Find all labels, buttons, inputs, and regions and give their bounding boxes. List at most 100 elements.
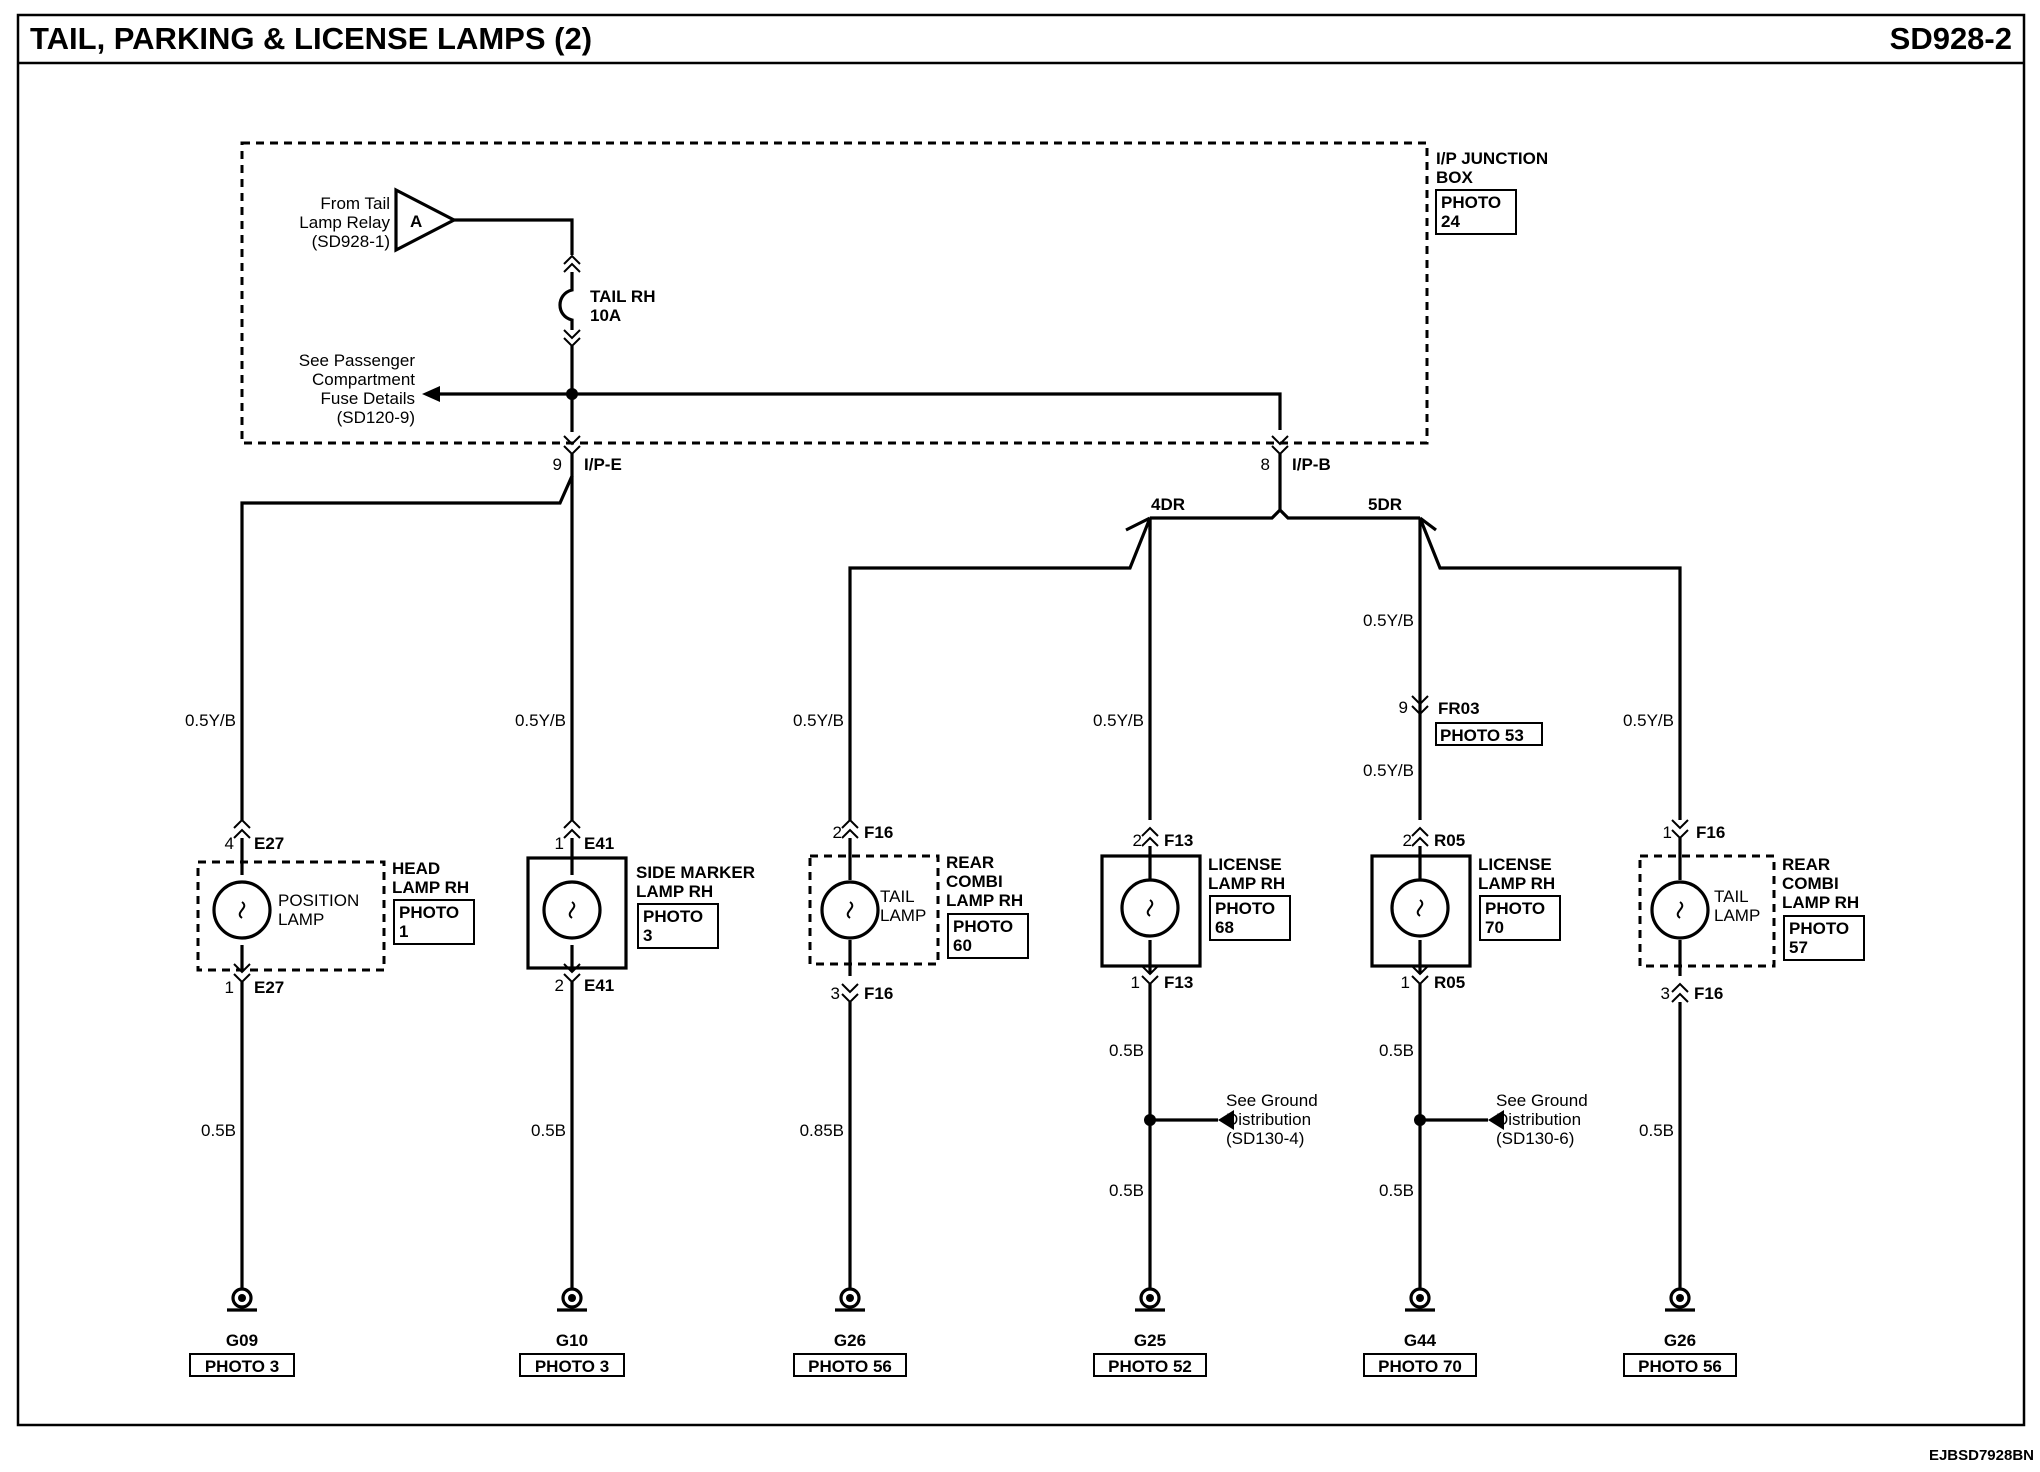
passenger-arrow [422, 386, 440, 402]
wire-label-c5-bot2: 0.5B [1379, 1181, 1414, 1200]
ground-id: G44 [1404, 1331, 1437, 1350]
ground-note-4dr-3: (SD130-4) [1226, 1129, 1304, 1148]
ground-symbol-icon [1669, 1287, 1691, 1309]
head-lamp-bulb-icon [212, 880, 272, 940]
ground-g25: G25 PHOTO 52 [1093, 1287, 1207, 1377]
relay-note-3: (SD928-1) [312, 232, 390, 251]
license-5dr-bottom-pin: 1 [1401, 973, 1410, 992]
rear-combi-4dr-box [808, 854, 940, 966]
ground-g09: G09 PHOTO 3 [189, 1287, 295, 1377]
ground-photo-box [189, 1353, 295, 1377]
side-marker-photo-2: 3 [643, 926, 652, 945]
head-lamp-bottom-conn: E27 [254, 978, 284, 997]
ground-symbol-dot-icon [846, 1294, 854, 1302]
ground-photo-box [519, 1353, 625, 1377]
license-4dr-bottom-pin: 1 [1131, 973, 1140, 992]
ground-id: G26 [1664, 1331, 1696, 1350]
fuse-bottom-connector [563, 329, 581, 348]
ground-symbol-dot-icon [1676, 1294, 1684, 1302]
ground-photo: PHOTO 3 [535, 1357, 609, 1376]
rear-combi-5dr-top-pin: 1 [1663, 823, 1672, 842]
branch-split [1150, 454, 1420, 520]
wire-label-c3-top: 0.5Y/B [793, 711, 844, 730]
license-4dr-filament-icon [1146, 899, 1154, 917]
side-marker-photo-box [637, 903, 719, 949]
ground-photo: PHOTO 52 [1108, 1357, 1192, 1376]
license-5dr-title-1: LICENSE [1478, 855, 1552, 874]
head-lamp-box [196, 860, 386, 972]
side-marker-title-1: SIDE MARKER [636, 863, 755, 882]
ipb-pin: 8 [1261, 455, 1270, 474]
ground-symbol-dot-icon [238, 1294, 246, 1302]
fr03-label: FR03 [1438, 699, 1480, 718]
wire-label-c5-top2: 0.5Y/B [1363, 761, 1414, 780]
fuse-label-2: 10A [590, 306, 621, 325]
junction-box-photo-2: 24 [1441, 212, 1460, 231]
license-4dr-title-1: LICENSE [1208, 855, 1282, 874]
head-lamp-photo-2: 1 [399, 922, 408, 941]
license-5dr-bottom-conn: R05 [1434, 973, 1465, 992]
relay-triangle [394, 187, 458, 253]
relay-tag: A [410, 212, 422, 231]
license-5dr-top-connector [1411, 826, 1429, 847]
ground-photo-box [1363, 1353, 1477, 1377]
license-5dr-photo-1: PHOTO [1485, 899, 1545, 918]
ipe-pin: 9 [553, 455, 562, 474]
rear-combi-4dr-bottom-pin: 3 [831, 984, 840, 1003]
head-lamp-top-connector [233, 818, 251, 839]
ground-id: G10 [556, 1331, 588, 1350]
ground-photo-box [1093, 1353, 1207, 1377]
rear-combi-4dr-lamp-2: LAMP [880, 906, 926, 925]
license-4dr-photo-box [1209, 895, 1291, 941]
head-lamp-bottom-pin: 1 [225, 978, 234, 997]
ground-photo: PHOTO 70 [1378, 1357, 1462, 1376]
ipe-label: I/P-E [584, 455, 622, 474]
license-5dr-top-pin: 2 [1403, 831, 1412, 850]
rear-combi-4dr-filament-icon [846, 901, 854, 919]
rear-combi-4dr-top-connector [841, 818, 859, 839]
rear-combi-5dr-filament-icon [1676, 901, 1684, 919]
head-lamp-rh: 4 E27 POSITION LAMP HEAD LAMP RH PHOTO 1… [196, 818, 475, 997]
wire-5dr-tail [1418, 517, 1682, 820]
license-5dr-title-2: LAMP RH [1478, 874, 1555, 893]
bus-wire-horizontal [440, 392, 1282, 430]
wire-label-c1-top: 0.5Y/B [185, 711, 236, 730]
rear-combi-5dr-title-3: LAMP RH [1782, 893, 1859, 912]
diagram-code: SD928-2 [1890, 21, 2012, 56]
rear-combi-4dr-title-3: LAMP RH [946, 891, 1023, 910]
rear-combi-4dr-title-2: COMBI [946, 872, 1003, 891]
fr03-connector [1411, 695, 1429, 716]
passenger-note-1: See Passenger [299, 351, 416, 370]
ground-symbol-icon [839, 1287, 861, 1309]
rear-combi-5dr-top-conn: F16 [1696, 823, 1725, 842]
rear-combi-5dr-box [1638, 854, 1776, 968]
license-4dr-title-2: LAMP RH [1208, 874, 1285, 893]
ground-id: G26 [834, 1331, 866, 1350]
rear-combi-5dr-title-1: REAR [1782, 855, 1830, 874]
head-lamp-top-pin: 4 [225, 834, 234, 853]
ground-photo: PHOTO 56 [1638, 1357, 1722, 1376]
fr03-photo-box [1435, 722, 1543, 746]
ground-photo: PHOTO 56 [808, 1357, 892, 1376]
ground-symbol-icon [1409, 1287, 1431, 1309]
license-4dr-photo-2: 68 [1215, 918, 1234, 937]
fuse-element [558, 272, 574, 330]
head-lamp-name-1: POSITION [278, 891, 359, 910]
ground-photo-box [793, 1353, 907, 1377]
ground-id: G25 [1134, 1331, 1166, 1350]
rear-combi-4dr-bottom-connector [841, 983, 859, 1004]
ground-symbol-icon [231, 1287, 253, 1309]
rear-combi-5dr-lamp-2: LAMP [1714, 906, 1760, 925]
wire-label-c2-top: 0.5Y/B [515, 711, 566, 730]
license-lamp-rh-5dr: 2 R05 LICENSE LAMP RH PHOTO 70 1 R05 [1370, 826, 1561, 992]
ipb-connector [1271, 435, 1289, 456]
rear-combi-4dr-lamp-1: TAIL [880, 887, 915, 906]
side-marker-bulb-icon [542, 880, 602, 940]
rear-combi-5dr-lamp-1: TAIL [1714, 887, 1749, 906]
diagram-title: TAIL, PARKING & LICENSE LAMPS (2) [30, 21, 592, 56]
side-marker-filament-icon [568, 901, 576, 919]
head-lamp-filament-icon [238, 901, 246, 919]
ground-note-5dr-3: (SD130-6) [1496, 1129, 1574, 1148]
junction-box-name-1: I/P JUNCTION [1436, 149, 1548, 168]
